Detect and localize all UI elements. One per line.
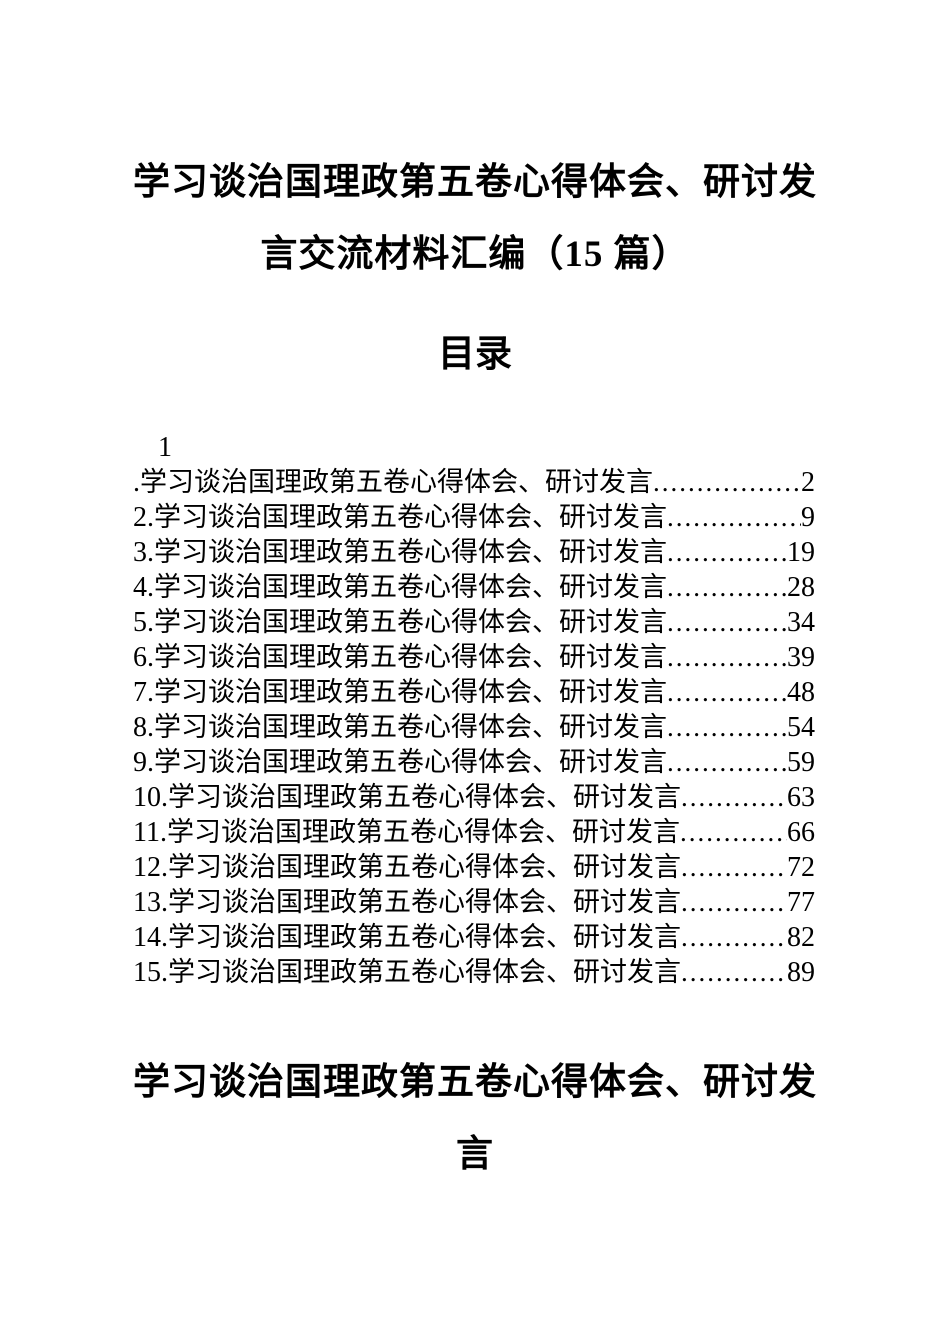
toc-entry-label: 学习谈治国理政第五卷心得体会、研讨发言 [168,782,681,812]
toc-dot-leader [667,500,801,535]
toc-entry-number: 13. [133,887,168,918]
toc-entry-number: 8. [133,712,154,743]
toc-entry[interactable]: 8. 学习谈治国理政第五卷心得体会、研讨发言 54 [133,710,815,745]
toc-entry-page-number: 39 [787,642,815,673]
section-heading: 学习谈治国理政第五卷心得体会、研讨发 言 [0,1047,950,1191]
toc-dot-leader [681,850,787,885]
toc-heading: 目录 [438,334,512,375]
toc-dot-leader [667,605,787,640]
toc-entry-page-number: 19 [787,537,815,568]
toc-entry[interactable]: 10. 学习谈治国理政第五卷心得体会、研讨发言 63 [133,780,815,815]
toc-entry-number: 14. [133,922,168,953]
toc-entry[interactable]: 9. 学习谈治国理政第五卷心得体会、研讨发言 59 [133,745,815,780]
toc-entry-label: 学习谈治国理政第五卷心得体会、研讨发言 [168,852,681,882]
toc-entry-number: 7. [133,677,154,708]
toc: 1 . 学习谈治国理政第五卷心得体会、研讨发言 2 2. 学习谈治国理政第五卷心… [0,430,950,990]
toc-entry-page-number: 34 [787,607,815,638]
toc-entry[interactable]: . 学习谈治国理政第五卷心得体会、研讨发言 2 [133,465,815,500]
toc-entry-page-number: 2 [801,467,815,498]
toc-entry-page-number: 66 [787,817,815,848]
toc-dot-leader [667,570,787,605]
document-title-line2: 言交流材料汇编（15 篇） [260,234,690,275]
document-title: 学习谈治国理政第五卷心得体会、研讨发 言交流材料汇编（15 篇） [0,147,950,291]
toc-entry-number: . [133,467,140,498]
toc-entry-page-number: 82 [787,922,815,953]
document-title-line1: 学习谈治国理政第五卷心得体会、研讨发 [133,162,817,203]
toc-entry-label: 学习谈治国理政第五卷心得体会、研讨发言 [168,887,681,917]
toc-entry-number: 5. [133,607,154,638]
toc-entry[interactable]: 2. 学习谈治国理政第五卷心得体会、研讨发言 9 [133,500,815,535]
toc-entry-number: 6. [133,642,154,673]
toc-entry-number: 3. [133,537,154,568]
toc-entry-page-number: 48 [787,677,815,708]
toc-list: . 学习谈治国理政第五卷心得体会、研讨发言 2 2. 学习谈治国理政第五卷心得体… [133,465,815,990]
toc-entry-label: 学习谈治国理政第五卷心得体会、研讨发言 [154,537,667,567]
toc-entry-number: 12. [133,852,168,883]
toc-dot-leader [681,920,787,955]
toc-dot-leader [667,640,787,675]
toc-entry-label: 学习谈治国理政第五卷心得体会、研讨发言 [168,957,681,987]
toc-orphan-number: 1 [158,432,172,463]
section-heading-line2: 言 [456,1134,494,1175]
toc-entry-page-number: 54 [787,712,815,743]
toc-dot-leader [681,885,787,920]
toc-dot-leader [667,535,787,570]
toc-dot-leader [667,675,787,710]
toc-entry-label: 学习谈治国理政第五卷心得体会、研讨发言 [154,607,667,637]
section-heading-line1: 学习谈治国理政第五卷心得体会、研讨发 [133,1062,817,1103]
toc-dot-leader [680,815,787,850]
toc-entry-page-number: 59 [787,747,815,778]
toc-entry[interactable]: 5. 学习谈治国理政第五卷心得体会、研讨发言 34 [133,605,815,640]
toc-entry[interactable]: 15. 学习谈治国理政第五卷心得体会、研讨发言 89 [133,955,815,990]
toc-entry-label: 学习谈治国理政第五卷心得体会、研讨发言 [166,817,680,847]
toc-dot-leader [667,710,787,745]
toc-entry[interactable]: 14. 学习谈治国理政第五卷心得体会、研讨发言 82 [133,920,815,955]
toc-entry-label: 学习谈治国理政第五卷心得体会、研讨发言 [168,922,681,952]
toc-entry-number: 4. [133,572,154,603]
toc-entry[interactable]: 13. 学习谈治国理政第五卷心得体会、研讨发言 77 [133,885,815,920]
toc-entry[interactable]: 12. 学习谈治国理政第五卷心得体会、研讨发言 72 [133,850,815,885]
toc-entry[interactable]: 11. 学习谈治国理政第五卷心得体会、研讨发言 66 [133,815,815,850]
toc-entry-label: 学习谈治国理政第五卷心得体会、研讨发言 [154,642,667,672]
toc-entry-number: 9. [133,747,154,778]
toc-entry-label: 学习谈治国理政第五卷心得体会、研讨发言 [154,712,667,742]
toc-entry-page-number: 63 [787,782,815,813]
toc-entry-page-number: 72 [787,852,815,883]
toc-entry-number: 15. [133,957,168,988]
toc-entry-label: 学习谈治国理政第五卷心得体会、研讨发言 [154,747,667,777]
toc-entry[interactable]: 6. 学习谈治国理政第五卷心得体会、研讨发言 39 [133,640,815,675]
toc-entry-number: 11. [133,817,167,848]
toc-dot-leader [653,465,801,500]
toc-dot-leader [667,745,787,780]
toc-entry-page-number: 28 [787,572,815,603]
toc-entry[interactable]: 7. 学习谈治国理政第五卷心得体会、研讨发言 48 [133,675,815,710]
toc-entry-label: 学习谈治国理政第五卷心得体会、研讨发言 [154,677,667,707]
toc-entry[interactable]: 3. 学习谈治国理政第五卷心得体会、研讨发言 19 [133,535,815,570]
toc-entry[interactable]: 4. 学习谈治国理政第五卷心得体会、研讨发言 28 [133,570,815,605]
toc-entry-label: 学习谈治国理政第五卷心得体会、研讨发言 [140,467,653,497]
toc-dot-leader [681,780,787,815]
toc-entry-page-number: 9 [801,502,815,533]
toc-entry-number: 2. [133,502,154,533]
toc-entry-label: 学习谈治国理政第五卷心得体会、研讨发言 [154,502,667,532]
toc-dot-leader [681,955,787,990]
toc-entry-page-number: 77 [787,887,815,918]
toc-entry-page-number: 89 [787,957,815,988]
toc-entry-label: 学习谈治国理政第五卷心得体会、研讨发言 [154,572,667,602]
toc-entry-number: 10. [133,782,168,813]
